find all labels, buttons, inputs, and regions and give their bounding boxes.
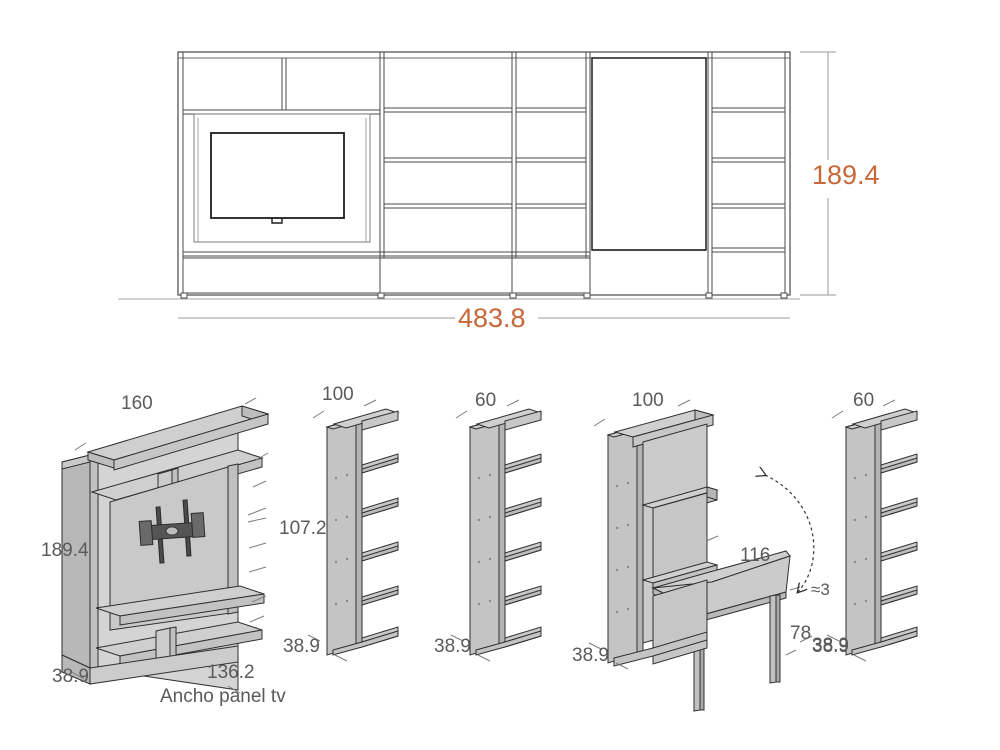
module-bookcase-b-3d bbox=[450, 399, 543, 662]
bookcase-a-width-label: 100 bbox=[322, 384, 354, 405]
elevation-tv-module bbox=[183, 58, 380, 243]
fold-down-curved-arrow-icon bbox=[765, 475, 815, 592]
tv-top-width-label: 160 bbox=[121, 393, 153, 414]
desk-table-depth-label: 38.9 bbox=[812, 635, 849, 656]
module-bookcase-c-3d bbox=[826, 399, 919, 662]
bookcase-a-depth-label: 38.9 bbox=[283, 636, 320, 657]
bookcase-c-depth-label: 38.9 bbox=[812, 636, 849, 657]
elevation-width-label: 483.8 bbox=[458, 303, 526, 333]
elevation-dimension-lines bbox=[178, 51, 836, 319]
module-bookcase-a-3d bbox=[307, 399, 400, 662]
tv-panel-width-label: 136.2 bbox=[207, 662, 255, 683]
shelf-pin-holes bbox=[334, 473, 349, 606]
elevation-bookcase-a bbox=[384, 107, 512, 209]
module-desk-3d bbox=[588, 399, 815, 712]
bookcase-b-depth-label: 38.9 bbox=[434, 636, 471, 657]
desk-table-width-label: 116 bbox=[740, 545, 771, 566]
desk-depth-label: 38.9 bbox=[572, 645, 609, 666]
tv-depth-label: 38.9 bbox=[52, 666, 89, 687]
elevation-view bbox=[118, 51, 800, 300]
elevation-desk-module bbox=[591, 57, 707, 251]
tv-leader-ticks bbox=[71, 397, 269, 694]
tv-panel-height-label: 107.2 bbox=[279, 518, 327, 539]
elevation-bookcase-c bbox=[712, 107, 785, 253]
tv-panel-caption: Ancho panel tv bbox=[160, 686, 286, 707]
bookcase-b-width-label: 60 bbox=[475, 390, 497, 411]
elevation-feet bbox=[180, 292, 788, 299]
elevation-bookcase-b bbox=[516, 107, 586, 209]
desk-width-label: 100 bbox=[632, 390, 664, 411]
tv-wall-mount-bracket-icon bbox=[138, 499, 206, 564]
tv-screen-outline bbox=[210, 132, 345, 219]
tv-height-label: 189.4 bbox=[41, 540, 89, 561]
tv-stand bbox=[271, 218, 283, 224]
elevation-height-label: 189.4 bbox=[812, 160, 880, 190]
desk-table-thickness-label: ≈3 bbox=[811, 580, 830, 599]
module-tv-panel-3d bbox=[61, 397, 270, 694]
elevation-plinth bbox=[182, 251, 591, 294]
bookcase-c-width-label: 60 bbox=[853, 390, 875, 411]
desk-table-height-label: 78 bbox=[790, 623, 812, 644]
elevation-dividers bbox=[182, 52, 786, 295]
